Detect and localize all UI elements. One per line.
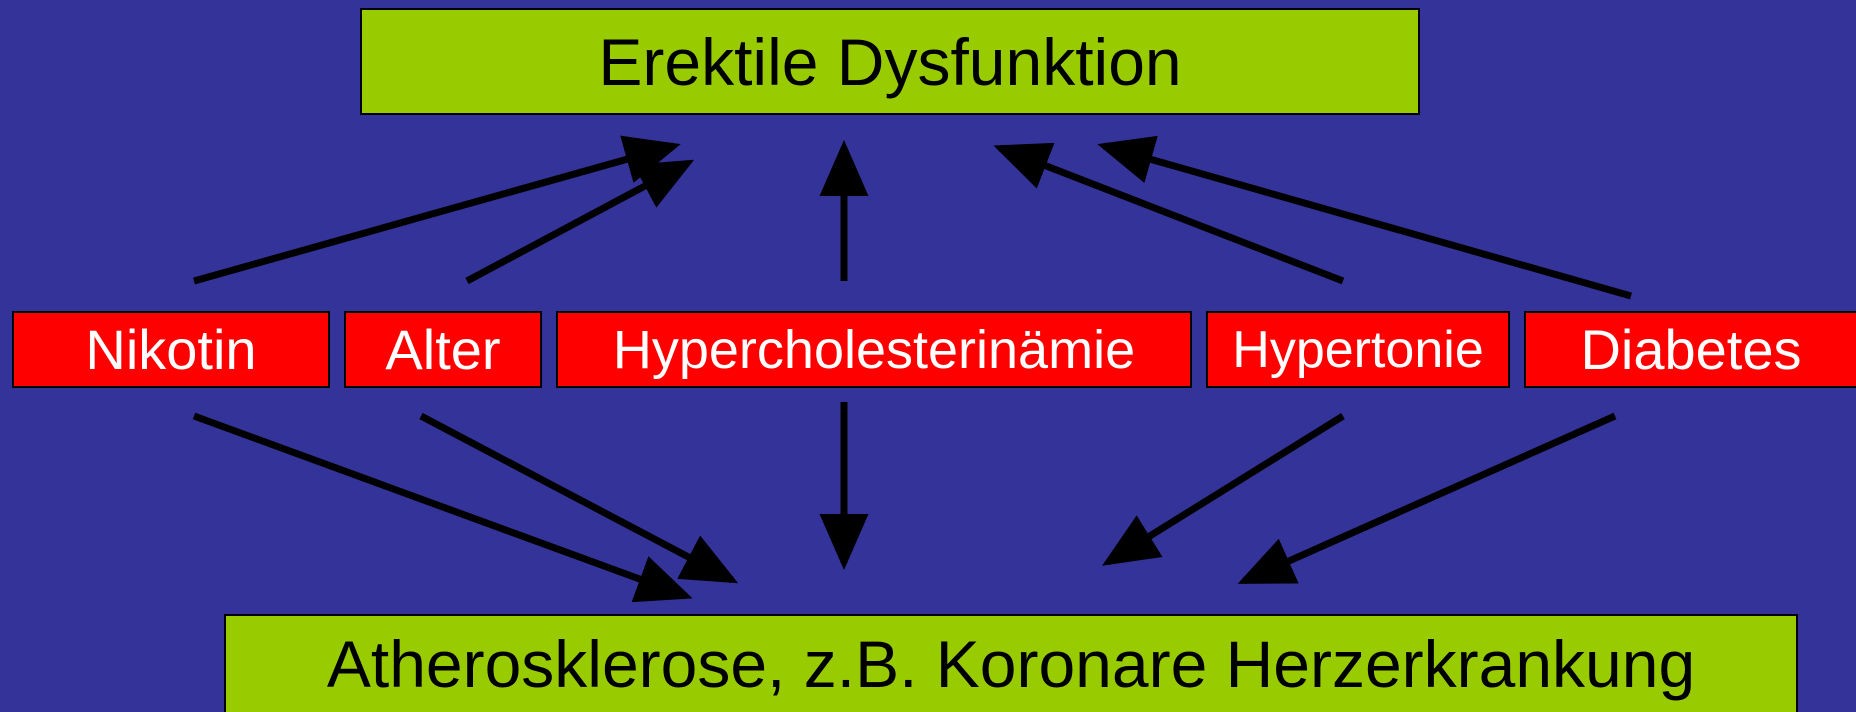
arrow-hypertonie-to-top <box>993 142 1345 285</box>
arrow-nikotin-to-top <box>193 135 681 285</box>
factor-hypercholesterinaemie: Hypercholesterinämie <box>556 311 1192 388</box>
factor-alter: Alter <box>344 311 542 388</box>
factor-hypertonie: Hypertonie <box>1206 311 1510 388</box>
outcome-top-label: Erektile Dysfunktion <box>598 24 1182 99</box>
arrow-diabetes-to-bottom <box>1237 412 1617 585</box>
factor-diabetes: Diabetes <box>1524 311 1856 388</box>
factor-nikotin-label: Nikotin <box>85 318 257 381</box>
factor-diabetes-label: Diabetes <box>1580 318 1802 381</box>
outcome-bottom-label: Atherosklerose, z.B. Koronare Herzerkran… <box>326 627 1696 701</box>
arrow-nikotin-to-bottom <box>192 412 693 603</box>
arrow-diabetes-to-top <box>1097 135 1632 300</box>
outcome-atherosklerose: Atherosklerose, z.B. Koronare Herzerkran… <box>224 614 1798 712</box>
factor-alter-label: Alter <box>385 318 501 381</box>
arrow-alter-to-bottom <box>419 412 739 584</box>
factor-hypercholesterinaemie-label: Hypercholesterinämie <box>612 319 1136 380</box>
arrow-hypertonie-to-bottom <box>1102 413 1345 566</box>
arrow-alter-to-top <box>465 159 695 285</box>
factor-hypertonie-label: Hypertonie <box>1232 320 1484 379</box>
outcome-erektile-dysfunktion: Erektile Dysfunktion <box>360 8 1420 115</box>
factor-nikotin: Nikotin <box>12 311 330 388</box>
